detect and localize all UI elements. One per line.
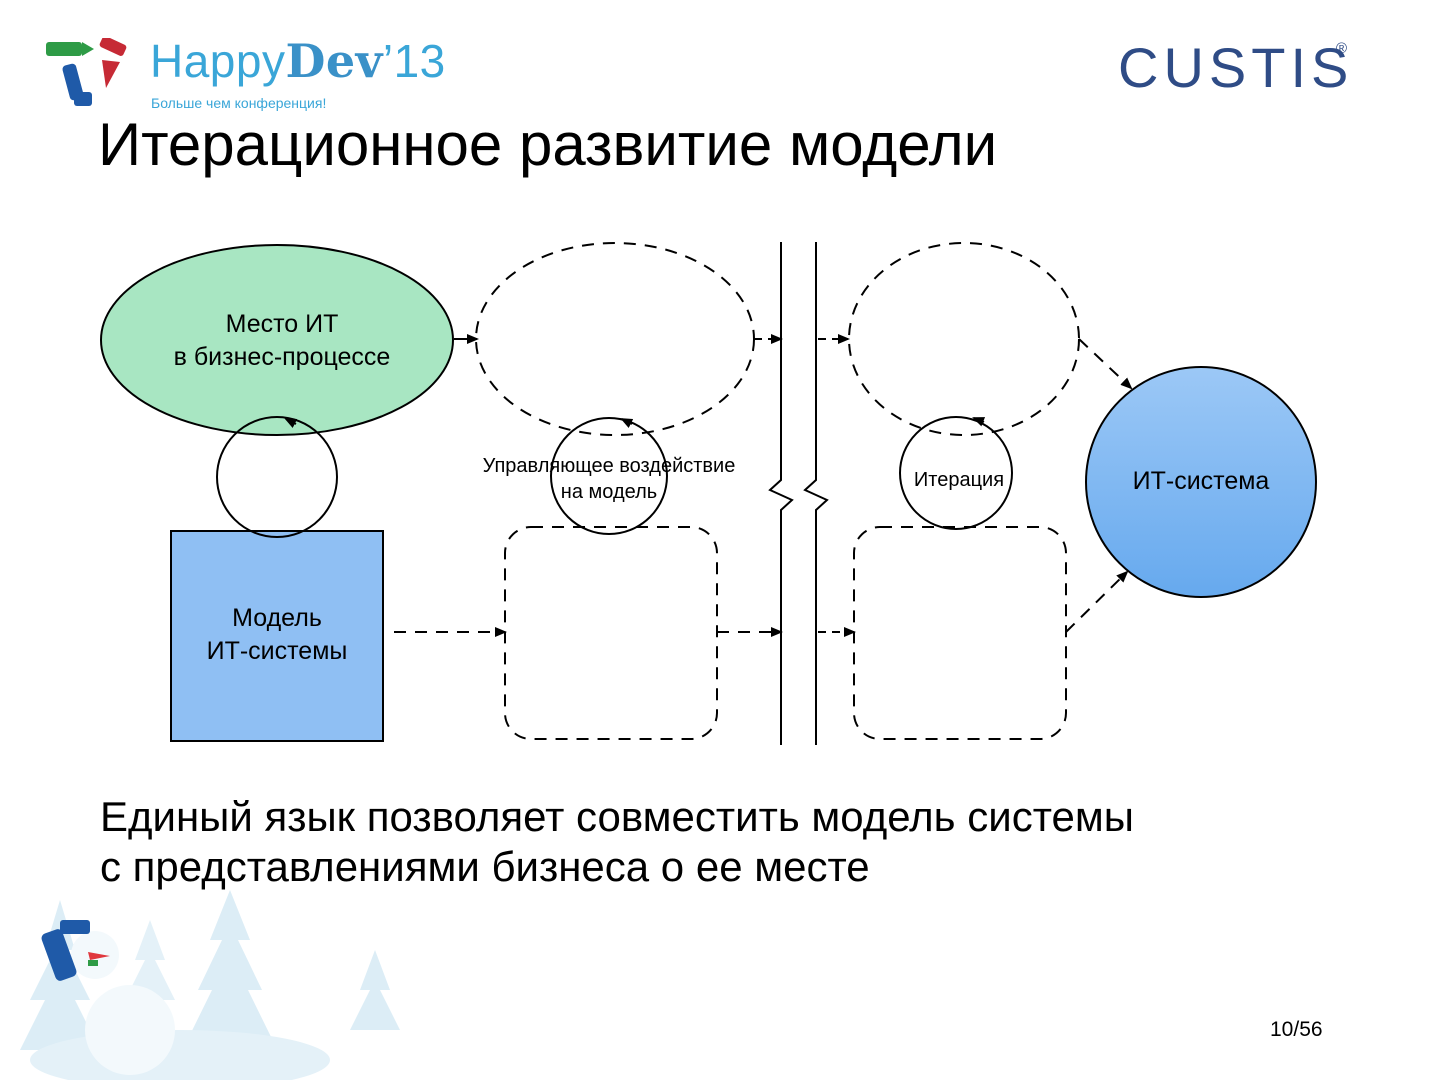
page-number: 10/56	[1270, 1018, 1323, 1041]
it-system-circle	[1085, 366, 1317, 598]
happydev-logo-text: HappyDev’13	[150, 34, 446, 88]
iteration-arrow-icon	[972, 417, 986, 427]
control-arrow-icon	[620, 418, 634, 428]
dashed-rect-1	[504, 526, 718, 740]
registered-mark: ®	[1336, 40, 1348, 57]
feedback-arrow-icon	[284, 418, 298, 428]
iteration-label: Итерация	[913, 469, 1005, 491]
slide-caption: Единый язык позволяет совместить модель …	[100, 793, 1134, 891]
dashed-rect-2	[853, 526, 1067, 740]
happydev-logo-icon	[46, 38, 127, 106]
business-place-label: Место ИТ в бизнес-процессе	[173, 310, 391, 371]
model-square	[170, 530, 384, 742]
dashed-ellipse-1	[475, 242, 755, 436]
control-loop-circle	[550, 417, 668, 535]
model-label: Модель ИТ-системы	[206, 604, 348, 665]
break-line-right	[803, 242, 829, 745]
arrow-ellipse-to-it-system	[1078, 338, 1133, 390]
control-label: Управляющее воздействие на модель	[482, 455, 736, 503]
feedback-loop-circle	[216, 416, 338, 538]
it-system-label: ИТ-система	[1132, 467, 1270, 495]
custis-logo: CUSTIS	[1118, 36, 1354, 99]
arrow-rect-to-it-system	[1065, 570, 1129, 633]
business-place-ellipse	[100, 244, 454, 436]
break-line-left	[768, 242, 794, 745]
slide-title: Итерационное развитие модели	[98, 111, 998, 178]
iteration-loop-circle	[899, 416, 1013, 530]
dashed-ellipse-2	[848, 242, 1080, 436]
happydev-tagline: Больше чем конференция!	[151, 95, 327, 111]
snowman-decoration-icon	[20, 890, 400, 1080]
